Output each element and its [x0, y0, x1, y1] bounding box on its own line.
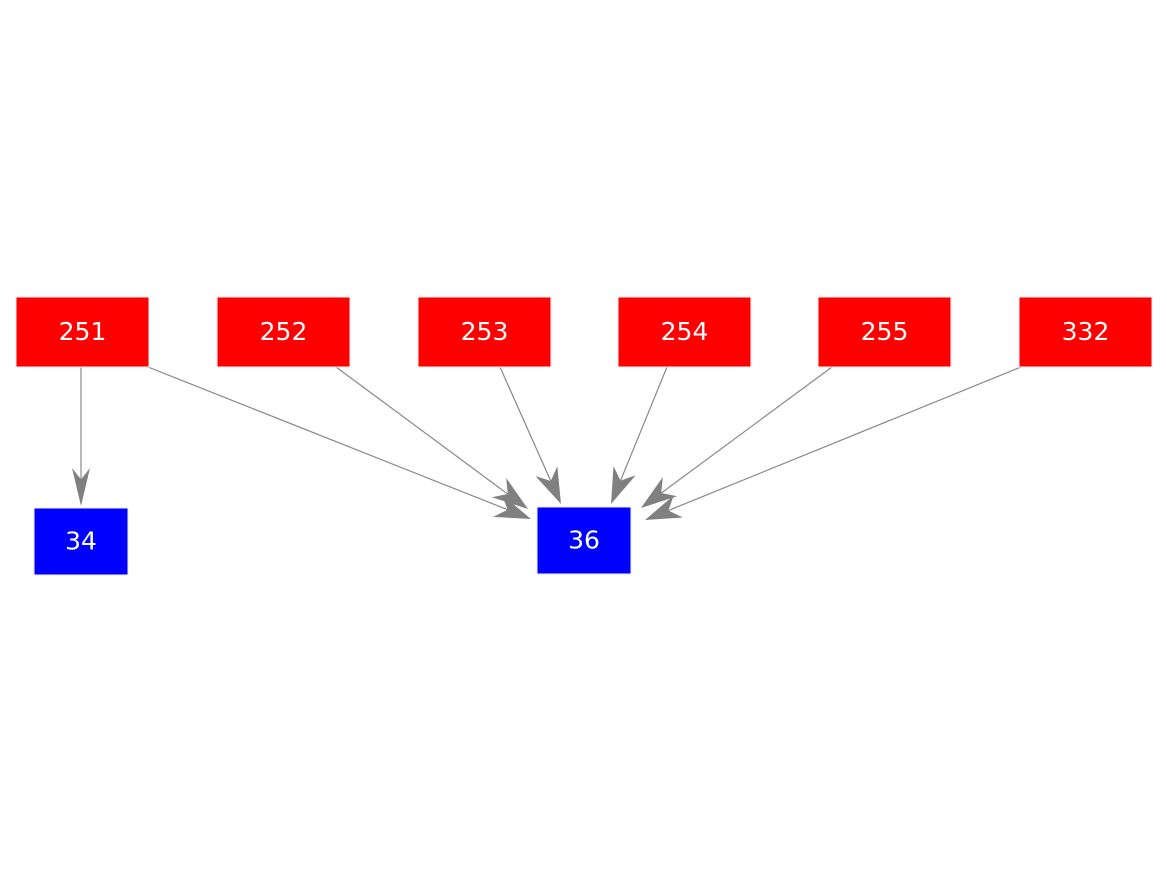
node-252[interactable]: 252: [216, 296, 351, 368]
edge-line: [663, 366, 1022, 514]
edge-line: [147, 366, 513, 513]
node-36[interactable]: 36: [536, 506, 632, 575]
node-254[interactable]: 254: [617, 296, 752, 368]
edge-252-to-36: [335, 366, 528, 509]
edge-line: [617, 366, 668, 486]
arrowhead-icon: [493, 494, 531, 519]
node-34[interactable]: 34: [33, 507, 129, 576]
edge-line: [335, 366, 513, 498]
edge-251-to-36: [147, 366, 531, 519]
node-box-253[interactable]: [417, 296, 552, 368]
node-255[interactable]: 255: [817, 296, 952, 368]
edges-layer: [72, 366, 1022, 520]
arrowhead-icon: [72, 468, 90, 506]
node-box-252[interactable]: [216, 296, 351, 368]
edge-line: [656, 366, 833, 497]
node-253[interactable]: 253: [417, 296, 552, 368]
node-251[interactable]: 251: [15, 296, 150, 368]
edge-332-to-36: [645, 366, 1022, 520]
node-box-255[interactable]: [817, 296, 952, 368]
arrowhead-icon: [535, 466, 561, 504]
node-box-251[interactable]: [15, 296, 150, 368]
arrowhead-icon: [645, 495, 683, 520]
node-box-254[interactable]: [617, 296, 752, 368]
node-332[interactable]: 332: [1018, 296, 1153, 368]
edge-251-to-34: [72, 367, 90, 506]
node-box-332[interactable]: [1018, 296, 1153, 368]
arrowhead-icon: [641, 476, 678, 508]
node-box-36[interactable]: [536, 506, 632, 575]
edge-253-to-36: [499, 366, 561, 504]
arrowhead-icon: [611, 466, 636, 504]
edge-line: [499, 366, 554, 487]
edge-254-to-36: [611, 366, 668, 504]
nodes-layer: 251 252 253 254 255 332 34 36: [15, 296, 1153, 576]
node-box-34[interactable]: [33, 507, 129, 576]
arrowhead-icon: [491, 477, 528, 509]
edge-255-to-36: [641, 366, 833, 508]
